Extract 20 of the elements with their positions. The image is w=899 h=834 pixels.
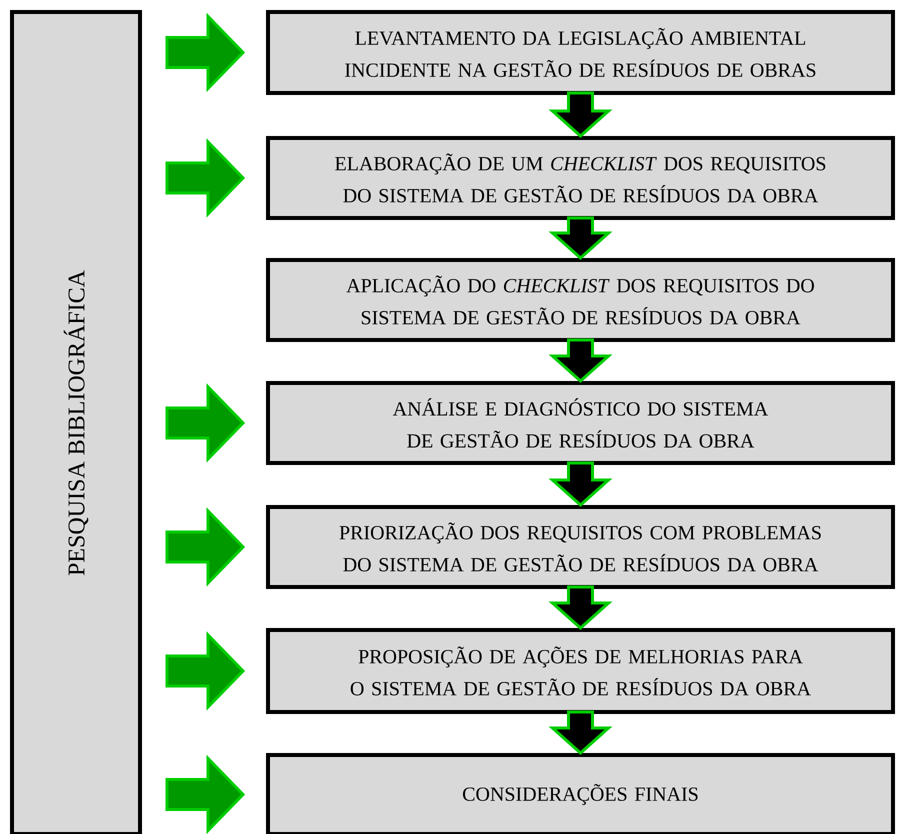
process-box: APLICAÇÃO DO CHECKLIST DOS REQUISITOS DO SISTEMA DE GESTÃO DE RESÍDUOS DA OBRA bbox=[266, 258, 895, 342]
process-box: CONSIDERAÇÕES FINAIS bbox=[266, 752, 895, 834]
process-box: ELABORAÇÃO DE UM CHECKLIST DOS REQUISITOS DO SISTEMA DE GESTÃO DE RESÍDUOS DA OBRA bbox=[266, 136, 895, 220]
block-arrow bbox=[548, 461, 612, 507]
process-box: PRIORIZAÇÃO DOS REQUISITOS COM PROBLEMAS DO SISTEMA DE GESTÃO DE RESÍDUOS DA OBRA bbox=[266, 504, 895, 589]
block-arrow bbox=[166, 754, 246, 834]
block-arrow bbox=[548, 216, 612, 260]
process-box: PROPOSIÇÃO DE AÇÕES DE MELHORIAS PARA O SISTEMA DE GESTÃO DE RESÍDUOS DA OBRA bbox=[266, 628, 895, 714]
process-box: ANÁLISE E DIAGNÓSTICO DO SISTEMA DE GESTÃO DE RESÍDUOS DA OBRA bbox=[266, 380, 895, 465]
block-arrow bbox=[166, 631, 246, 711]
block-arrow bbox=[166, 383, 246, 463]
block-arrow bbox=[548, 91, 612, 138]
block-arrow bbox=[166, 138, 246, 218]
process-box: LEVANTAMENTO DA LEGISLAÇÃO AMBIENTAL INCIDENTE NA GESTÃO DE RESÍDUOS DE OBRAS bbox=[266, 10, 895, 95]
sidebar-box: PESQUISA BIBLIOGRÁFICA bbox=[10, 10, 142, 834]
block-arrow bbox=[166, 507, 246, 587]
block-arrow bbox=[548, 338, 612, 383]
block-arrow bbox=[548, 585, 612, 630]
block-arrow bbox=[166, 12, 246, 92]
block-arrow bbox=[548, 710, 612, 755]
